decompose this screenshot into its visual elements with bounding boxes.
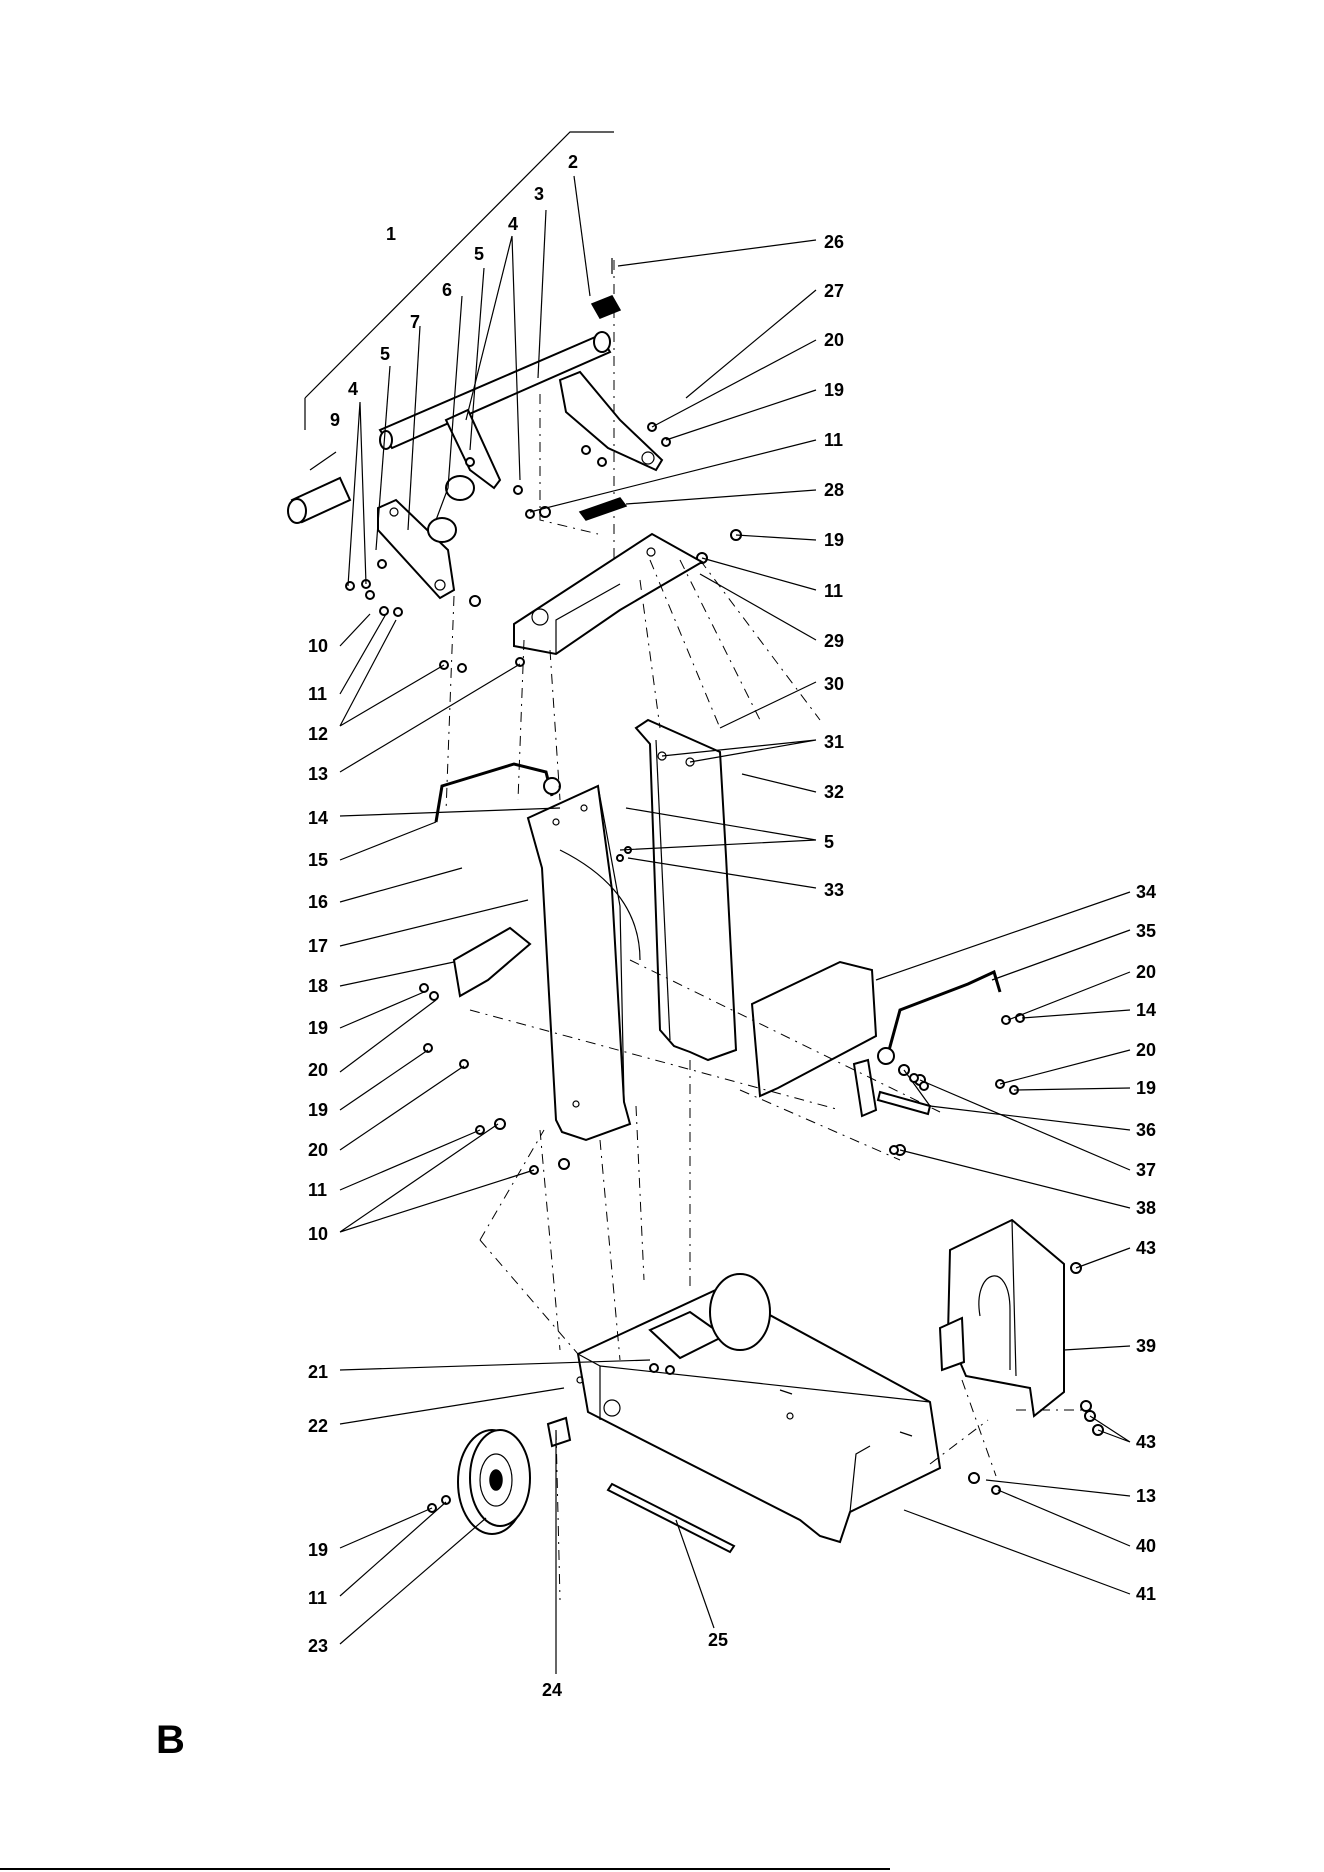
callout-20: 20 xyxy=(824,330,844,350)
callout-40: 40 xyxy=(1136,1536,1156,1556)
callout-38: 38 xyxy=(1136,1198,1156,1218)
callout-37: 37 xyxy=(1136,1160,1156,1180)
callout-43: 43 xyxy=(1136,1238,1156,1258)
callout-11e: 11 xyxy=(308,1588,327,1608)
side-plate-39 xyxy=(940,1318,964,1370)
callout-19e: 19 xyxy=(308,1100,328,1120)
callout-36: 36 xyxy=(1136,1120,1156,1140)
rear-wheel-back xyxy=(710,1274,770,1350)
callout-5c: 5 xyxy=(824,832,834,852)
spacer-6b xyxy=(428,518,456,542)
callout-25: 25 xyxy=(708,1630,728,1650)
callout-14b: 14 xyxy=(1136,1000,1156,1020)
callout-11b: 11 xyxy=(824,581,843,601)
callout-30: 30 xyxy=(824,674,844,694)
callout-6: 6 xyxy=(442,280,452,300)
callout-13: 13 xyxy=(308,764,328,784)
right-control-rod xyxy=(878,972,1000,1064)
strip-25 xyxy=(608,1484,734,1552)
callout-39: 39 xyxy=(1136,1336,1156,1356)
right-upright-frame xyxy=(636,720,736,1060)
callout-41: 41 xyxy=(1136,1584,1156,1604)
label-decal-28 xyxy=(580,498,626,520)
callout-14: 14 xyxy=(308,808,328,828)
callout-13b: 13 xyxy=(1136,1486,1156,1506)
callout-4: 4 xyxy=(508,214,518,234)
callout-17: 17 xyxy=(308,936,328,956)
callout-20b: 20 xyxy=(1136,962,1156,982)
callout-12: 12 xyxy=(308,724,328,744)
right-clamp-plate xyxy=(560,372,662,470)
callout-19f: 19 xyxy=(308,1540,328,1560)
callout-22: 22 xyxy=(308,1416,328,1436)
callout-26: 26 xyxy=(824,232,844,252)
callout-11: 11 xyxy=(824,430,843,450)
callout-19c: 19 xyxy=(1136,1078,1156,1098)
left-upright-frame xyxy=(528,786,640,1140)
callout-16: 16 xyxy=(308,892,328,912)
callout-11d: 11 xyxy=(308,1180,327,1200)
callout-10: 10 xyxy=(308,636,328,656)
callout-7: 7 xyxy=(410,312,420,332)
linkage-parts xyxy=(854,1060,930,1155)
left-clamp-plate xyxy=(378,500,454,598)
callout-2: 2 xyxy=(568,152,578,172)
callout-20c: 20 xyxy=(1136,1040,1156,1060)
section-letter: B xyxy=(156,1718,185,1763)
callout-9: 9 xyxy=(330,410,340,430)
bracket-18 xyxy=(454,928,530,996)
handle-grip xyxy=(288,478,350,523)
callout-11c: 11 xyxy=(308,684,327,704)
callout-29: 29 xyxy=(824,631,844,651)
callout-5b: 5 xyxy=(380,344,390,364)
callout-19d: 19 xyxy=(308,1018,328,1038)
callout-33: 33 xyxy=(824,880,844,900)
spacer-6a xyxy=(446,476,474,500)
callout-23: 23 xyxy=(308,1636,328,1656)
top-frame-member xyxy=(514,534,702,654)
callout-28: 28 xyxy=(824,480,844,500)
callout-24: 24 xyxy=(542,1680,562,1700)
front-wheel xyxy=(458,1430,530,1534)
callout-1: 1 xyxy=(386,224,396,244)
callout-27: 27 xyxy=(824,281,844,301)
callout-31: 31 xyxy=(824,732,844,752)
callout-19b: 19 xyxy=(824,530,844,550)
callout-20d: 20 xyxy=(308,1060,328,1080)
label-decal-26 xyxy=(592,296,620,318)
callout-15: 15 xyxy=(308,850,328,870)
callout-19: 19 xyxy=(824,380,844,400)
axle-24 xyxy=(548,1418,570,1446)
callout-20e: 20 xyxy=(308,1140,328,1160)
callout-4b: 4 xyxy=(348,379,358,399)
callout-3: 3 xyxy=(534,184,544,204)
callout-21: 21 xyxy=(308,1362,328,1382)
callout-35: 35 xyxy=(1136,921,1156,941)
callout-34: 34 xyxy=(1136,882,1156,902)
callout-5: 5 xyxy=(474,244,484,264)
callout-18: 18 xyxy=(308,976,328,996)
callout-10b: 10 xyxy=(308,1224,328,1244)
cover-39 xyxy=(948,1220,1064,1416)
callout-32: 32 xyxy=(824,782,844,802)
footer-rule xyxy=(0,1868,890,1870)
callout-43b: 43 xyxy=(1136,1432,1156,1452)
